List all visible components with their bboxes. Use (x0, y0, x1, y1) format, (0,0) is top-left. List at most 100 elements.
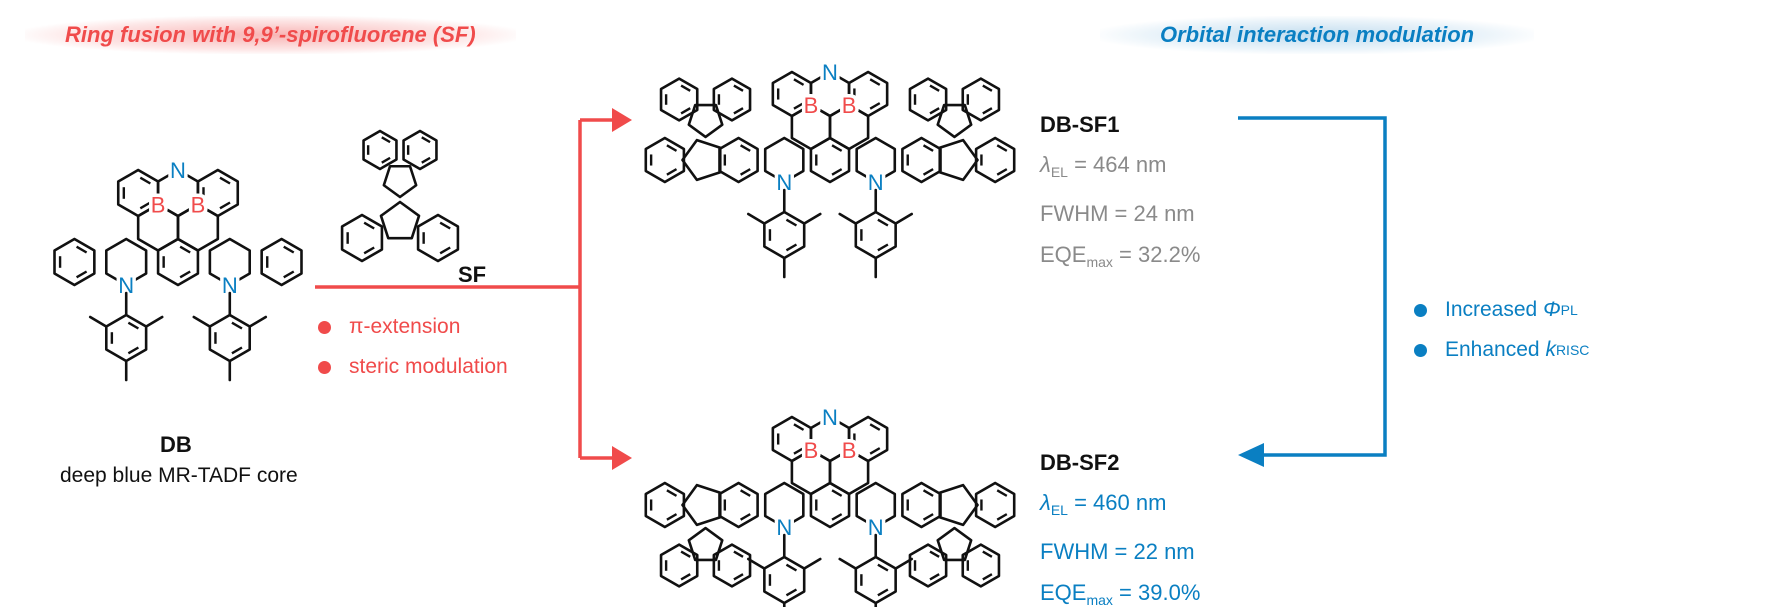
nitrogen-atom-label: N (868, 515, 884, 540)
nitrogen-atom-label: N (118, 273, 134, 298)
double-bond (231, 346, 243, 355)
benzene-ring (156, 168, 200, 218)
bond (144, 315, 164, 328)
lambda-symbol: λ (1040, 152, 1051, 177)
double-bond (877, 563, 889, 572)
phi-sub: PL (1560, 302, 1578, 318)
db-sf1-eqe: EQEmax = 32.2% (1040, 234, 1200, 283)
double-bond (733, 107, 744, 115)
bullet-text: steric modulation (349, 355, 508, 378)
benzene-ring (809, 415, 851, 463)
red-arrowhead-up (612, 108, 632, 132)
double-bond (982, 573, 993, 581)
benzene-ring (104, 237, 148, 287)
double-bond (381, 156, 391, 164)
double-bond (929, 550, 940, 558)
double-bond (831, 489, 843, 497)
boron-atom-label: B (191, 193, 206, 218)
double-bond (869, 78, 881, 86)
double-bond (831, 513, 843, 521)
db-sf2-properties: DB-SF2 λEL = 460 nm FWHM = 22 nm EQEmax … (1040, 450, 1200, 607)
double-bond (75, 270, 88, 279)
sf-label: SF (458, 262, 487, 287)
bullet-steric-modulation: steric modulation (318, 347, 508, 387)
double-bond (793, 78, 805, 86)
double-bond (982, 107, 993, 115)
header-orbital-modulation-text: Orbital interaction modulation (1160, 22, 1475, 47)
double-bond (127, 321, 140, 330)
benzene-ring (659, 543, 699, 588)
benzene-ring (855, 136, 897, 184)
benzene-ring (208, 237, 252, 287)
five-membered-ring (681, 483, 722, 527)
bullet-text: Increased (1445, 298, 1538, 321)
double-bond (877, 588, 889, 597)
benzene-ring (362, 129, 398, 171)
nitrogen-atom-label: N (822, 405, 838, 430)
benzene-ring (416, 213, 460, 263)
double-bond (219, 201, 231, 210)
double-bond (982, 550, 993, 558)
double-bond (740, 513, 751, 521)
double-bond (680, 84, 691, 92)
nitrogen-atom-label: N (170, 158, 186, 183)
nitrogen-atom-label: N (868, 170, 884, 195)
lambda-sub: EL (1050, 164, 1068, 180)
bullet-text: π-extension (349, 315, 461, 338)
five-membered-ring (938, 483, 979, 527)
double-bond (831, 144, 843, 152)
bond (838, 557, 858, 570)
header-ring-fusion-text: Ring fusion with 9,9’-spirofluorene (SF) (65, 22, 476, 47)
db-sf1-fwhm: FWHM = 24 nm (1040, 201, 1195, 226)
db-sf1-lambda: λEL = 464 nm (1040, 144, 1200, 193)
double-bond (75, 245, 88, 254)
db-description: deep blue MR-TADF core (60, 464, 298, 487)
nitrogen-atom-label: N (776, 170, 792, 195)
benzene-ring (644, 481, 686, 529)
double-bond (421, 156, 431, 164)
bond (746, 212, 766, 225)
benzene-ring (763, 481, 805, 529)
double-bond (231, 321, 243, 330)
double-bond (666, 489, 678, 497)
bond (88, 315, 108, 328)
double-bond (680, 573, 691, 581)
five-membered-ring (681, 138, 722, 182)
double-bond (283, 270, 295, 279)
eqe-sub: max (1086, 592, 1113, 607)
benzene-ring (961, 77, 1001, 122)
double-bond (869, 447, 881, 455)
boron-atom-label: B (151, 193, 166, 218)
eqe-value: = 39.0% (1112, 580, 1201, 605)
boron-atom-label: B (842, 93, 857, 118)
double-bond (929, 107, 940, 115)
double-bond (785, 563, 798, 572)
bullet-pi-extension: π-extension (318, 307, 508, 347)
benzene-ring (712, 77, 752, 122)
double-bond (363, 221, 375, 230)
eqe-symbol: EQE (1040, 242, 1087, 267)
double-bond (982, 84, 993, 92)
double-bond (733, 573, 744, 581)
bullet-dot (1414, 343, 1427, 357)
eqe-symbol: EQE (1040, 580, 1087, 605)
bullet-dot (1414, 303, 1427, 317)
double-bond (793, 423, 805, 431)
double-bond (439, 246, 451, 255)
boron-atom-label: B (842, 438, 857, 463)
double-bond (996, 168, 1008, 176)
db-sf2-fwhm: FWHM = 22 nm (1040, 539, 1195, 564)
db-sf1-properties: DB-SF1 λEL = 464 nm FWHM = 24 nm EQEmax … (1040, 112, 1200, 283)
bond (894, 212, 914, 225)
bullet-dot (318, 360, 331, 374)
benzene-ring (659, 77, 699, 122)
db-sf2-name: DB-SF2 (1040, 450, 1120, 475)
benzene-ring (908, 77, 948, 122)
benzene-ring (809, 70, 851, 118)
double-bond (666, 144, 678, 152)
double-bond (733, 84, 744, 92)
double-bond (929, 573, 940, 581)
five-membered-ring (687, 526, 724, 562)
